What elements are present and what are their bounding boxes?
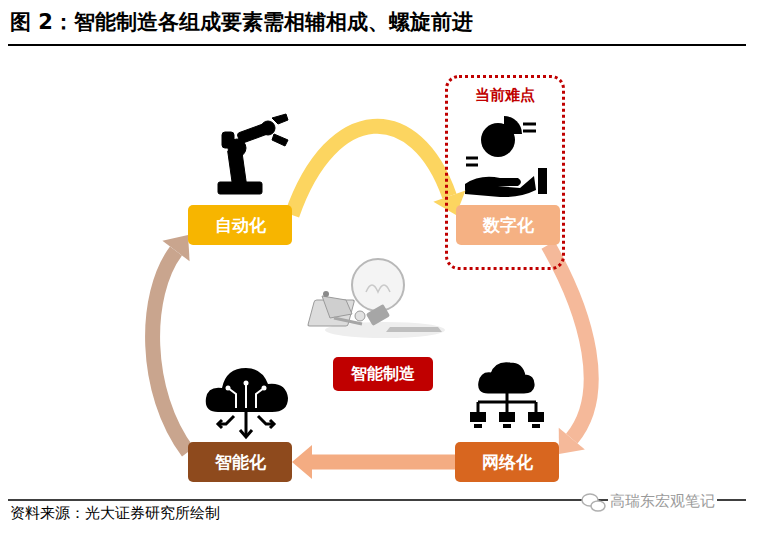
data-hand-icon	[465, 116, 547, 197]
robot-arm-icon	[218, 114, 288, 194]
arrow-body	[548, 245, 591, 439]
arrow-body	[292, 126, 449, 215]
flow-arrow	[292, 445, 455, 479]
arrow-head	[559, 428, 585, 454]
watermark: 高瑞东宏观笔记	[608, 492, 717, 511]
source-note: 资料来源：光大证券研究所绘制	[10, 504, 220, 523]
process-box: 智能化	[188, 442, 292, 482]
arrow-head	[162, 235, 189, 261]
process-box: 网络化	[455, 442, 559, 482]
highlight-frame: 当前难点数字化	[445, 75, 565, 270]
node-text: 网络化	[482, 451, 533, 474]
cloud-circuit-icon	[206, 368, 288, 437]
lightbulb-illustration	[308, 259, 445, 338]
flow-arrow	[548, 245, 591, 454]
node-text: 自动化	[215, 214, 266, 237]
title-rule	[8, 44, 746, 46]
node-text: 智能制造	[351, 364, 415, 385]
arrow-head	[292, 445, 312, 479]
node-text: 数字化	[483, 214, 534, 237]
flow-arrow	[153, 235, 190, 452]
center-box: 智能制造	[333, 357, 433, 391]
process-box: 自动化	[188, 205, 292, 245]
arrow-body	[312, 455, 455, 470]
node-text: 当前难点	[475, 86, 535, 105]
arrow-body	[153, 251, 188, 452]
process-box: 数字化	[456, 205, 560, 245]
watermark-icon	[582, 494, 605, 511]
figure-title: 图 2：智能制造各组成要素需相辅相成、螺旋前进	[10, 8, 473, 36]
network-icon	[470, 364, 544, 428]
flow-arrow	[292, 126, 465, 215]
node-text: 智能化	[215, 451, 266, 474]
